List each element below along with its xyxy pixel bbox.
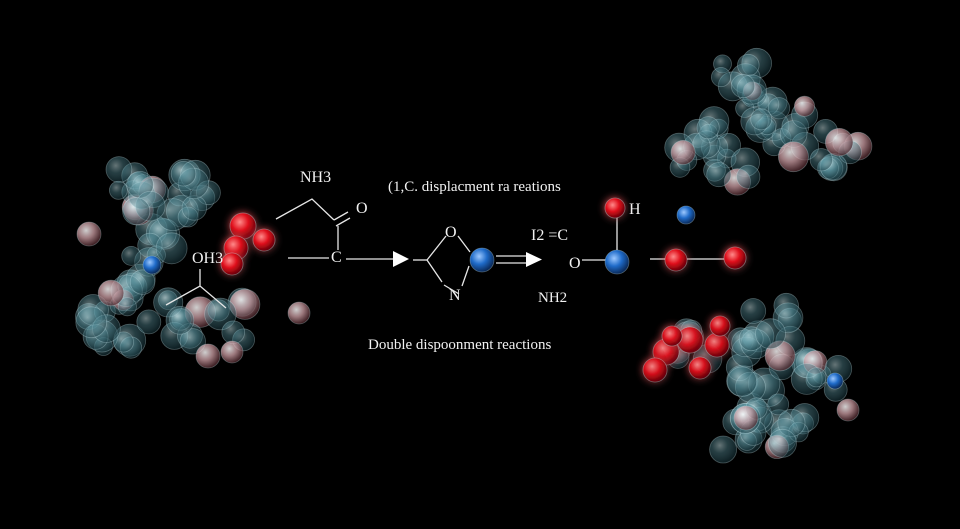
structure-carbonyl: NH3 O C (275, 169, 368, 266)
atom-sphere (711, 67, 732, 88)
atom-sphere (809, 148, 833, 172)
bond-oh3 (165, 269, 227, 309)
oxygen-atom (664, 248, 688, 272)
atom-sphere (726, 366, 758, 397)
atom-sphere (806, 367, 827, 388)
label-nh2: NH2 (538, 290, 567, 306)
atom-sphere (165, 305, 195, 335)
nitrogen-atom (604, 249, 630, 275)
atom-sphere (121, 245, 142, 266)
atom-sphere (740, 298, 767, 324)
atom-sphere (221, 320, 246, 345)
atom-sphere (768, 428, 797, 458)
nitrogen-atom (676, 205, 696, 225)
oxygen-atom (229, 212, 257, 240)
atom-sphere (109, 180, 128, 200)
bond-nh3 (275, 198, 335, 221)
molecule-cluster-left (75, 156, 276, 369)
label-oh3: OH3 (192, 250, 223, 267)
atom-sphere (97, 279, 125, 307)
ring-bonds (426, 235, 471, 295)
atom-sphere (75, 306, 107, 339)
free-atoms (76, 197, 747, 325)
atom-sphere (204, 297, 237, 331)
structure-ring: O N (413, 224, 471, 304)
label-ring-n: N (449, 287, 461, 304)
atom-sphere (76, 221, 102, 247)
atom-sphere (195, 343, 221, 369)
nitrogen-atom (826, 372, 844, 390)
nitrogen-atom (142, 255, 162, 275)
oxygen-atom (252, 228, 276, 252)
label-c-center: C (331, 249, 342, 266)
atom-sphere (733, 405, 759, 431)
atom-sphere (179, 328, 206, 355)
atom-sphere (136, 309, 162, 335)
atom-sphere (794, 95, 816, 117)
oxygen-atom (642, 357, 668, 383)
atom-sphere (696, 116, 720, 140)
label-nh3: NH3 (300, 169, 331, 186)
label-h-top: H (629, 201, 641, 218)
structure-oh3: OH3 (165, 250, 227, 309)
atom-sphere (117, 297, 137, 317)
label-o-carbonyl: O (356, 200, 368, 217)
nitrogen-atom (469, 247, 495, 273)
atom-sphere (706, 162, 732, 188)
oxygen-atom (723, 246, 747, 270)
atom-sphere (170, 160, 197, 187)
atom-sphere (755, 318, 786, 350)
atom-sphere (767, 393, 790, 416)
oxygen-atom (604, 197, 626, 219)
atom-sphere (730, 73, 756, 99)
atom-sphere (750, 108, 773, 131)
atom-sphere (825, 127, 854, 157)
label-o-left: O (569, 255, 581, 272)
atom-sphere (155, 232, 188, 265)
oxygen-atom (661, 325, 683, 347)
oxygen-atom (688, 356, 712, 380)
atom-sphere (709, 435, 737, 464)
caption-top: (1,C. displacment ra reations (388, 179, 561, 195)
oxygen-atom (220, 252, 244, 276)
double-arrow-icon (496, 252, 542, 267)
atom-sphere (737, 53, 760, 77)
atom-sphere (670, 139, 696, 165)
oxygen-atom (709, 315, 731, 337)
molecule-cluster-bottom-right (642, 292, 860, 464)
atom-sphere (736, 164, 761, 189)
atom-sphere (220, 340, 244, 364)
atom-sphere (129, 269, 156, 295)
label-ring-o: O (445, 224, 457, 241)
bond-carbonyl (333, 211, 351, 227)
atom-sphere (767, 97, 791, 120)
atom-sphere (122, 197, 151, 226)
reaction-arrow-icon (346, 251, 409, 267)
label-i2c: I2 =C (531, 227, 568, 244)
caption-bottom: Double dispoonment reactions (368, 337, 551, 353)
molecule-cluster-top-right (664, 47, 873, 196)
atom-sphere (287, 301, 311, 325)
oxygen-atom (704, 332, 730, 358)
atom-sphere (778, 141, 809, 173)
atom-sphere (113, 331, 135, 353)
atom-sphere (181, 195, 208, 221)
atom-sphere (836, 398, 860, 422)
